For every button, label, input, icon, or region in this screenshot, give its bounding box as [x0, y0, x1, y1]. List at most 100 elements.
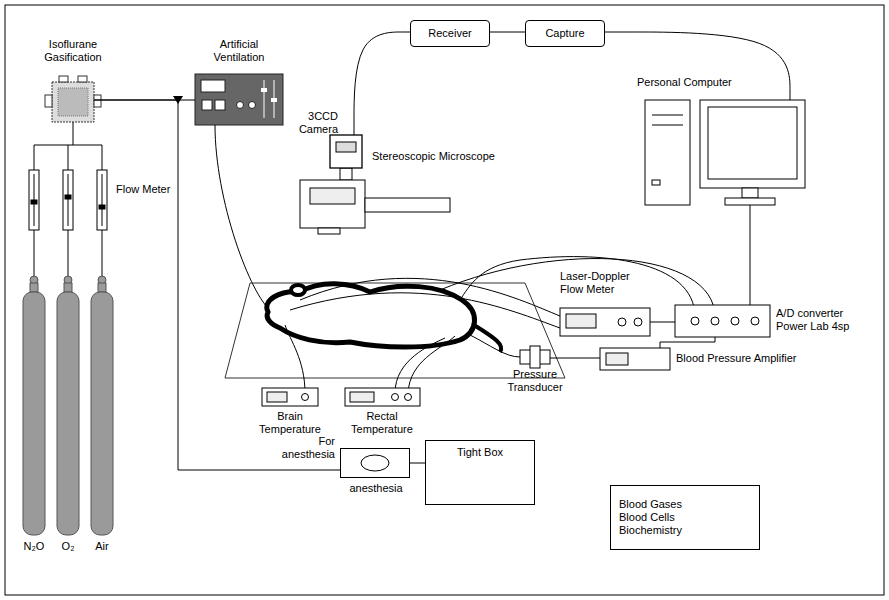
thermometer-unit: Rectal Temperature: [345, 388, 420, 406]
flow-meter-tube: [97, 170, 107, 230]
box-text: Capture: [545, 27, 584, 40]
ventilator: [202, 100, 212, 110]
connector: [660, 337, 715, 348]
flow-meter-unit: Laser-Doppler Flow Meter: [560, 308, 650, 336]
transducer-unit: Pressure Transducer: [520, 350, 550, 364]
box-text: Biochemistry: [619, 524, 682, 537]
computer: [645, 100, 690, 205]
ventilator: [237, 102, 244, 109]
gas-piping: [34, 230, 102, 279]
ad-converter: [731, 317, 739, 325]
gas-label: O₂: [51, 540, 85, 553]
process-box: Capture: [525, 20, 605, 47]
gas-piping: [34, 122, 102, 170]
flow-meter-tube: [63, 170, 73, 230]
thermometer-unit: Brain Temperature: [262, 388, 318, 406]
laser-doppler-unit: [634, 318, 642, 326]
ventilator: [249, 102, 256, 109]
device-label: Isoflurane Gasification: [30, 38, 116, 64]
gasification-device: [59, 76, 68, 82]
amplifier: [600, 348, 670, 370]
ventilator: [195, 74, 283, 125]
connector: [550, 358, 600, 359]
microscope: [365, 198, 450, 212]
converter-unit: A/D converter Power Lab 4sp: [675, 305, 770, 337]
ventilation-tube: [215, 125, 272, 312]
vaporizer-dial: [361, 455, 389, 471]
gas-label: N₂O: [17, 540, 51, 553]
pressure-transducer: [520, 346, 550, 368]
box-text: Tight Box: [457, 446, 503, 459]
ventilator: [215, 100, 225, 110]
computer: [652, 125, 683, 126]
note-box: Blood GasesBlood CellsBiochemistry: [610, 485, 760, 550]
connector: [490, 32, 525, 33]
chamber-box: Tight Box: [425, 440, 535, 505]
probe-wire: [408, 336, 455, 393]
device-label: 3CCD Camera: [266, 110, 338, 136]
gasification-device: [52, 82, 94, 122]
probe-wire: [285, 257, 715, 393]
thermometer: [405, 394, 412, 401]
gas-cylinder: [91, 292, 113, 535]
part-label: Flow Meter: [116, 183, 176, 196]
connector: [410, 463, 425, 464]
amplifier-unit: Blood Pressure Amplifier: [600, 348, 670, 370]
device-label: A/D converter Power Lab 4sp: [776, 307, 876, 333]
gas-cylinder: [30, 283, 38, 292]
gas-piping: [34, 122, 102, 279]
gasification-device: [45, 95, 52, 107]
device-label: Blood Pressure Amplifier: [676, 352, 826, 365]
box-text: Blood Cells: [619, 511, 675, 524]
ventilator: [195, 74, 283, 125]
pressure-transducer: [530, 346, 540, 368]
ad-converter: [691, 317, 699, 325]
thermometer: [262, 388, 318, 406]
frame: [5, 5, 884, 595]
microscope-unit: Stereoscopic Microscope: [300, 180, 450, 230]
computer: [708, 107, 797, 179]
operating-platform: [225, 283, 565, 378]
camera: [336, 142, 356, 152]
camera: [330, 135, 362, 168]
rat: [474, 325, 501, 352]
gas-cylinder: [57, 292, 79, 535]
laser-doppler-unit: [560, 308, 650, 336]
device-label: anesthesia: [341, 482, 411, 495]
microscope: [310, 188, 355, 204]
rat: [267, 284, 475, 347]
box-text: Receiver: [428, 27, 471, 40]
laser-doppler-unit: [618, 318, 626, 326]
thermometer: [392, 394, 399, 401]
ventilator: [201, 80, 225, 92]
microscope: [300, 180, 365, 228]
laser-doppler-unit: [560, 308, 650, 336]
gas-cylinder: [98, 283, 106, 292]
flow-meter-tube: [99, 205, 105, 209]
thermometer: [345, 388, 420, 406]
flow-meter-tube: [68, 174, 69, 226]
computer: [652, 115, 683, 116]
gasification-device: [94, 95, 101, 107]
probe-wire: [290, 293, 560, 328]
gas-cylinder: [23, 276, 113, 535]
connector: [750, 205, 751, 305]
thermometer: [267, 392, 287, 402]
probe-wire: [440, 259, 715, 317]
microscope: [340, 168, 352, 180]
device-label: For anesthesia: [269, 435, 335, 461]
flow-meter-tube: [102, 174, 103, 226]
flow-meter-tube: [31, 200, 37, 204]
rat: [291, 285, 305, 295]
connector: [650, 322, 675, 323]
computer-unit: Personal Computer: [645, 100, 810, 205]
device-label: Pressure Transducer: [500, 368, 570, 394]
probe-wire: [285, 325, 305, 393]
process-box: Receiver: [410, 20, 490, 47]
ventilator-unit: Artificial Ventilation: [195, 74, 283, 125]
rat: [267, 284, 501, 352]
ad-converter: [751, 317, 759, 325]
gas-cylinder: [64, 283, 72, 292]
connector: [605, 32, 790, 100]
